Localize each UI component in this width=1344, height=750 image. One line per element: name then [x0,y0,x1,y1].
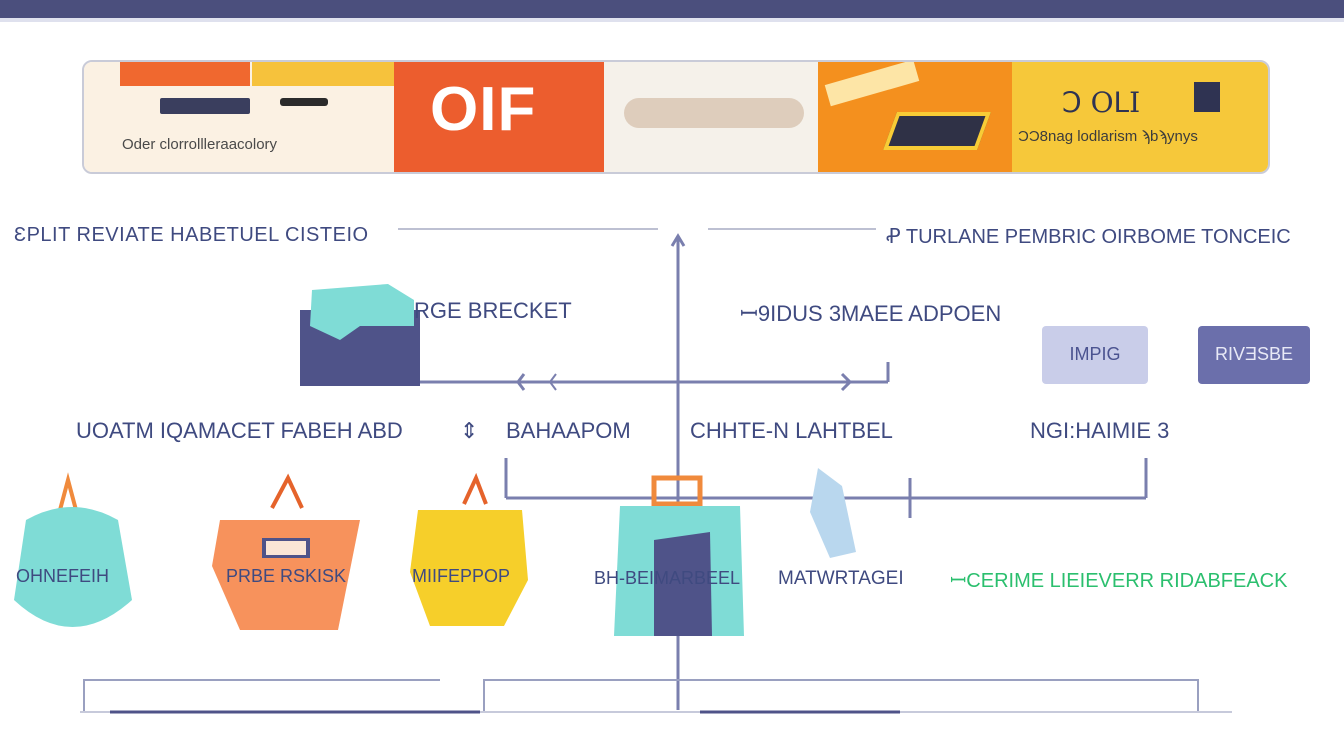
pen-icon [280,98,328,106]
header-right: Ꝓ TURLANE PEMBRIC OIRBOME TONCEIC [886,226,1291,248]
header-left: ƐPLIT REVIATE HABETUEL CISTEIO [14,224,369,246]
panel1-caption: Oder clorrollleraacolory [122,136,278,153]
panel1-yellow-block [252,62,394,86]
bucket-yellow-label: MIIFEPPOP [412,566,511,586]
bracket-device-icon [300,284,420,386]
top-bar [0,0,1344,18]
bottom-bracket-right [483,679,1199,712]
arrow-left-1 [516,373,526,391]
panel5-logo: ꓛ OꓡI [1062,86,1141,119]
rivesbe-button[interactable]: RIVƎSBE [1198,326,1310,384]
impig-button[interactable]: IMPIG [1042,326,1148,384]
banner-panel-5: ꓛ OꓡI ϽϽ8nag lodlarism ϡbϡynys [1012,62,1268,172]
banner-panel-2: OIF [394,62,604,172]
banner-panel-3 [604,62,818,172]
bucket-navy-teal [614,475,744,636]
label-bahaapom: BAHAAPOM [506,418,631,443]
hands-illustration [624,98,804,128]
label-cerime: ꟷCERIME LIEIEVERR RIDABFEACK [950,570,1288,592]
banner-panel-4 [818,62,1012,172]
panel2-title: OIF [430,75,537,144]
label-ngi: NGI:HAIMIE 3 [1030,418,1170,443]
bucket-orange-label: PRBE RSKISK [226,566,347,586]
trunk-arrow-up [670,233,686,247]
bucket-teal [14,472,132,627]
banner-panel-1: Oder clorrollleraacolory [84,62,394,172]
keyboard-icon [160,98,250,114]
panel1-orange-block [120,62,250,86]
label-rge-bracket: RGE BRECKET [414,298,572,323]
arrow-right-1 [840,372,853,392]
label-uoatm: UOATM IQAMACET FABEH ABD [76,418,403,443]
bucket-yellow [410,472,528,626]
panel5-caption: ϽϽ8nag lodlarism ϡbϡynys [1018,128,1198,145]
banner-strip: Oder clorrollleraacolory OIF ꓛ OꓡI ϽϽ8na… [82,60,1270,174]
label-matwrtage: MATWRTAGEI [778,568,904,589]
label-bidus: ꟷ9IDUS 3MAEE ADPOEN [740,301,1002,326]
top-bar-shadow [0,18,1344,22]
arrow-left-2 [548,373,557,391]
bucket-orange [212,473,360,630]
arrow-small-icon: ⇕ [460,418,479,443]
sponge-icon [810,468,856,558]
bucket-navy-label: BH-BEIMARBEEL [594,568,741,588]
bookmark-icon [1194,82,1220,112]
bucket-teal-label: OHNEFEIH [16,566,110,586]
label-chhte: CHHTE-N LAHTBEL [690,418,893,443]
bottom-bracket-left [83,679,440,712]
